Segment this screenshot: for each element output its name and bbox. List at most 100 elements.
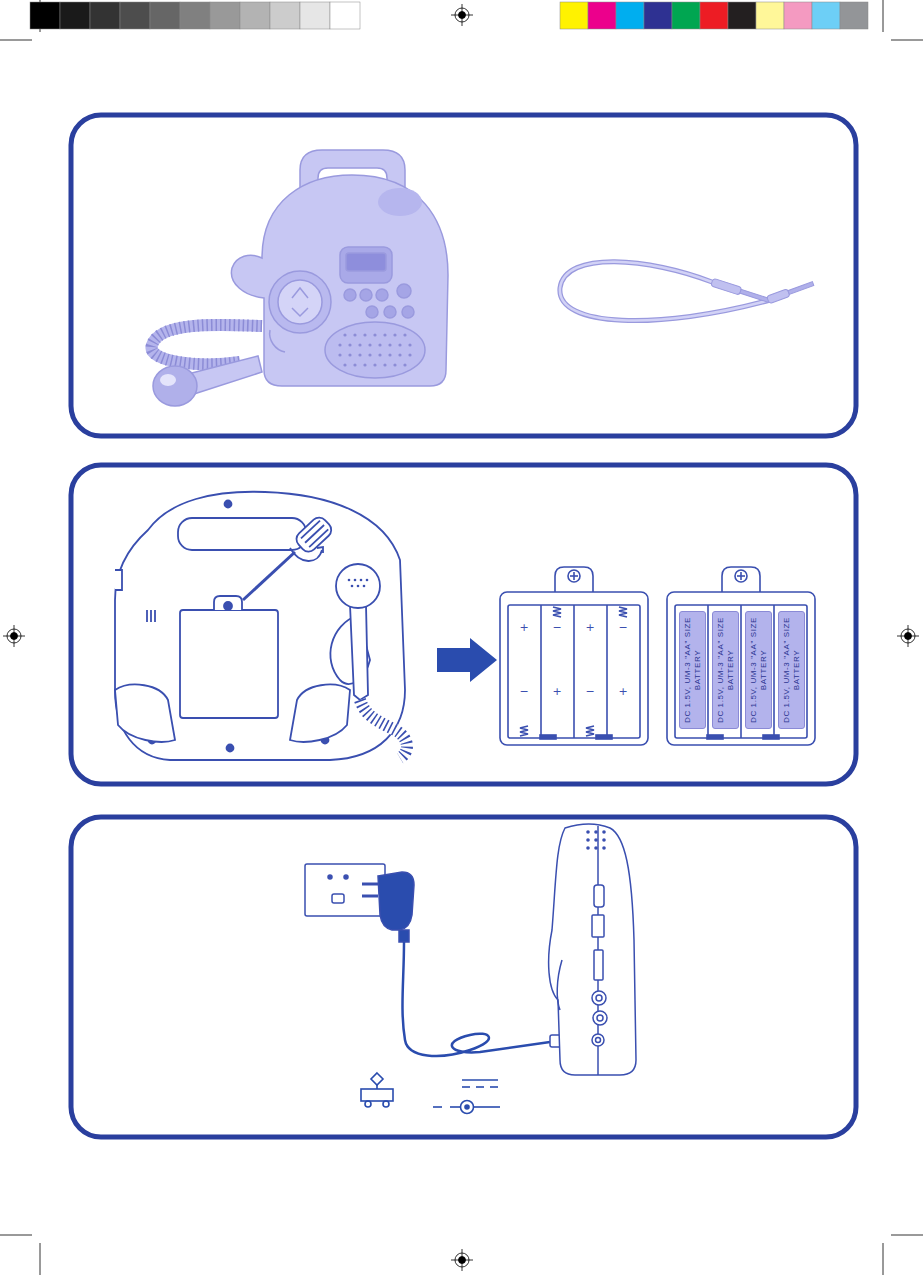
- karaoke-player-part: [378, 188, 422, 216]
- print-marks-part: [891, 40, 923, 41]
- illustration-part-part: [360, 579, 363, 582]
- battery-tray-full-part: [667, 592, 815, 745]
- back-microphone-part: [360, 700, 407, 758]
- illustration-part-part: [594, 838, 598, 842]
- wall-socket: [305, 864, 385, 916]
- battery-tray-empty: [500, 567, 648, 745]
- player-back-part: [224, 602, 232, 610]
- karaoke-player-part: [278, 280, 322, 324]
- battery-tray-empty-part: [586, 726, 594, 736]
- power-symbols-part: [462, 1086, 470, 1088]
- polarity-sign: +: [618, 686, 627, 698]
- illustration-part-part: [293, 514, 334, 555]
- gray-bar-part: [240, 2, 270, 29]
- speaker-grille-part: [358, 343, 361, 346]
- player-back-part: [150, 610, 152, 622]
- speaker-grille-part: [343, 363, 346, 366]
- speaker-grille-part: [408, 343, 411, 346]
- speaker-grille-part: [373, 333, 376, 336]
- illustration-part-part: [740, 289, 770, 302]
- color-bar-part: [588, 2, 616, 29]
- back-microphone-part: [360, 700, 407, 758]
- speaker-grille-part: [378, 353, 381, 356]
- print-marks-part: [40, 1243, 41, 1275]
- karaoke-player-part: [270, 330, 285, 352]
- karaoke-player-part: [384, 306, 396, 318]
- speaker-grille-part: [338, 343, 341, 346]
- karaoke-player-part: [325, 322, 425, 378]
- audio-cable-part: [560, 262, 770, 321]
- battery-tray-full-part: [763, 735, 779, 739]
- illustration-part-part: [354, 579, 357, 582]
- color-bar-part: [812, 2, 840, 29]
- battery-tray-empty-part: [596, 735, 612, 739]
- illustration-part-part: [602, 838, 606, 842]
- color-bar-part: [756, 2, 784, 29]
- screwdriver-part: [290, 548, 322, 561]
- print-marks-part: [891, 1235, 923, 1236]
- karaoke-player-part: [344, 289, 356, 301]
- power-adapter: [362, 872, 564, 1056]
- gray-bar: [30, 2, 360, 29]
- speaker-grille-part: [408, 353, 411, 356]
- player-side-part: [596, 995, 602, 1001]
- karaoke-player-part: [346, 253, 386, 271]
- player-side-part: [596, 1038, 601, 1043]
- speaker-grille-part: [368, 353, 371, 356]
- karaoke-player-part: [269, 271, 331, 333]
- microphone-part: [160, 374, 176, 386]
- player-side-part: [592, 991, 606, 1005]
- player-side-part: [594, 950, 603, 980]
- power-symbols-part: [476, 1086, 484, 1088]
- gray-bar-part: [90, 2, 120, 29]
- illustration-part-part: [462, 4, 463, 26]
- print-marks-part: [0, 40, 32, 41]
- polarity-sign: −: [585, 686, 594, 698]
- speaker-grille-part: [398, 343, 401, 346]
- illustration-part-part: [602, 846, 606, 850]
- power-adapter-part: [362, 883, 378, 886]
- battery-tray-full-part: [735, 570, 747, 582]
- player-side-part: [594, 885, 604, 907]
- karaoke-player-part: [231, 175, 448, 386]
- gray-bar-part: [330, 2, 360, 29]
- color-bar: [560, 2, 868, 29]
- speaker-grille-part: [358, 353, 361, 356]
- illustration-part-part: [14, 625, 15, 647]
- karaoke-player-part: [366, 306, 378, 318]
- back-microphone: [330, 564, 407, 758]
- battery-label: DC 1.5V, UM-3 "AA" SIZE BATTERY: [716, 614, 736, 726]
- print-marks-part: [0, 1235, 32, 1236]
- karaoke-player-part: [292, 288, 308, 298]
- battery-tray-empty-part: [540, 735, 556, 739]
- illustration-part-part: [305, 525, 324, 543]
- battery-tray-empty-part: [508, 605, 640, 738]
- direction-arrow-part: [437, 638, 497, 682]
- battery-tray-empty-part: [573, 605, 575, 738]
- speaker-grille-part: [363, 363, 366, 366]
- illustration-part-part: [357, 585, 360, 588]
- speaker-grille-part: [363, 333, 366, 336]
- registration-marks: [3, 4, 919, 1271]
- karaoke-player-part: [402, 306, 414, 318]
- battery-tray-empty-part: [555, 567, 593, 593]
- player-side-part: [557, 960, 562, 1010]
- power-adapter-part: [362, 895, 378, 898]
- polarity-sign: +: [585, 622, 594, 634]
- speaker-grille-part: [338, 353, 341, 356]
- power-symbols: [361, 1073, 500, 1114]
- power-symbols-part: [462, 1079, 498, 1081]
- speaker-grille-part: [353, 363, 356, 366]
- battery-cell: DC 1.5V, UM-3 "AA" SIZE BATTERY: [712, 611, 739, 729]
- print-marks-part: [883, 0, 884, 32]
- gray-bar-part: [180, 2, 210, 29]
- player-side-part: [597, 1015, 603, 1021]
- gray-bar-part: [30, 2, 60, 29]
- speaker-grille-part: [353, 333, 356, 336]
- player-back-part: [115, 685, 175, 742]
- panel-frames-part: [71, 817, 856, 1137]
- illustration-part-part: [363, 585, 366, 588]
- microphone-part: [152, 325, 262, 364]
- gray-bar-part: [270, 2, 300, 29]
